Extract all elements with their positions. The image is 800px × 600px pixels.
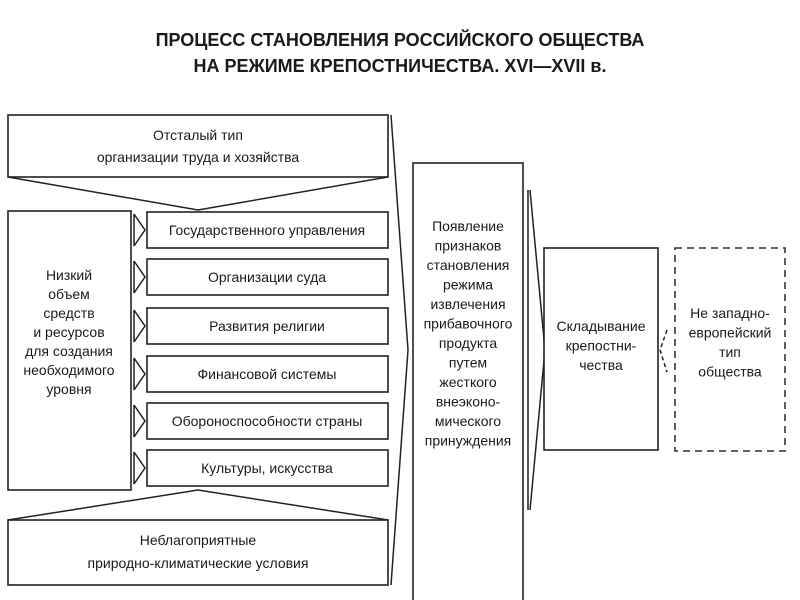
area-box <box>146 211 389 249</box>
title-line-2: НА РЕЖИМЕ КРЕПОСТНИЧЕСТВА. XVI—XVII в. <box>193 56 606 76</box>
area-box <box>146 258 389 296</box>
bottom-box-line: природно-климатические условия <box>88 555 309 571</box>
left-box <box>7 210 132 491</box>
middle-box-line: путем <box>449 355 487 371</box>
area-arrow <box>133 404 146 438</box>
dashed-arrow <box>659 329 668 373</box>
area-arrow <box>133 213 146 247</box>
middle-box-line: режима <box>443 277 493 293</box>
middle-box-line: извлечения <box>430 296 505 312</box>
outcome-box-line: общества <box>698 364 762 380</box>
area-label: Культуры, искусства <box>201 460 333 476</box>
top-box <box>7 114 389 178</box>
middle-box-line: внеэконо- <box>436 394 501 410</box>
middle-box <box>412 162 524 600</box>
top-arrow <box>7 176 389 211</box>
outcome-box-line: тип <box>719 344 741 360</box>
bottom-box <box>7 519 389 586</box>
middle-box-line: принуждения <box>425 433 512 449</box>
left-box-line: для создания <box>25 343 113 359</box>
area-label: Организации суда <box>208 269 326 285</box>
left-box-line: средств <box>43 305 94 321</box>
result-box-line: чества <box>579 357 623 373</box>
area-arrow <box>133 260 146 294</box>
outcome-box <box>674 247 786 452</box>
middle-box-line: жесткого <box>439 374 496 390</box>
outcome-box-line: Не западно- <box>690 305 770 321</box>
area-label: Государственного управления <box>169 222 365 238</box>
bottom-arrow <box>7 489 389 521</box>
area-box <box>146 355 389 393</box>
result-box-line: Складывание <box>557 318 646 334</box>
area-label: Обороноспособности страны <box>172 413 363 429</box>
area-arrow <box>133 451 146 485</box>
top-box-line: Отсталый тип <box>153 127 243 143</box>
left-box-line: объем <box>48 286 90 302</box>
area-arrow <box>133 309 146 343</box>
middle-box-line: продукта <box>439 335 498 351</box>
middle-box-line: Появление <box>432 218 504 234</box>
area-box <box>146 307 389 345</box>
left-box-line: и ресурсов <box>33 324 104 340</box>
area-arrow <box>133 357 146 391</box>
middle-box-line: мического <box>435 413 501 429</box>
area-label: Финансовой системы <box>198 366 337 382</box>
area-label: Развития религии <box>209 318 325 334</box>
big-chevron-arrow <box>390 114 409 586</box>
outcome-box-line: европейский <box>689 325 772 341</box>
left-box-line: необходимого <box>23 362 114 378</box>
left-box-line: Низкий <box>46 267 92 283</box>
bottom-box-line: Неблагоприятные <box>140 532 257 548</box>
left-box-line: уровня <box>46 381 91 397</box>
result-box <box>543 247 659 451</box>
top-box-line: организации труда и хозяйства <box>97 149 300 165</box>
second-chevron-arrow <box>529 189 546 511</box>
title-line-1: ПРОЦЕСС СТАНОВЛЕНИЯ РОССИЙСКОГО ОБЩЕСТВА <box>156 29 645 50</box>
area-box <box>146 449 389 487</box>
result-box-line: крепостни- <box>566 338 637 354</box>
middle-box-line: признаков <box>435 238 502 254</box>
middle-box-line: становления <box>427 257 510 273</box>
middle-box-line: прибавочного <box>424 316 513 332</box>
area-box <box>146 402 389 440</box>
